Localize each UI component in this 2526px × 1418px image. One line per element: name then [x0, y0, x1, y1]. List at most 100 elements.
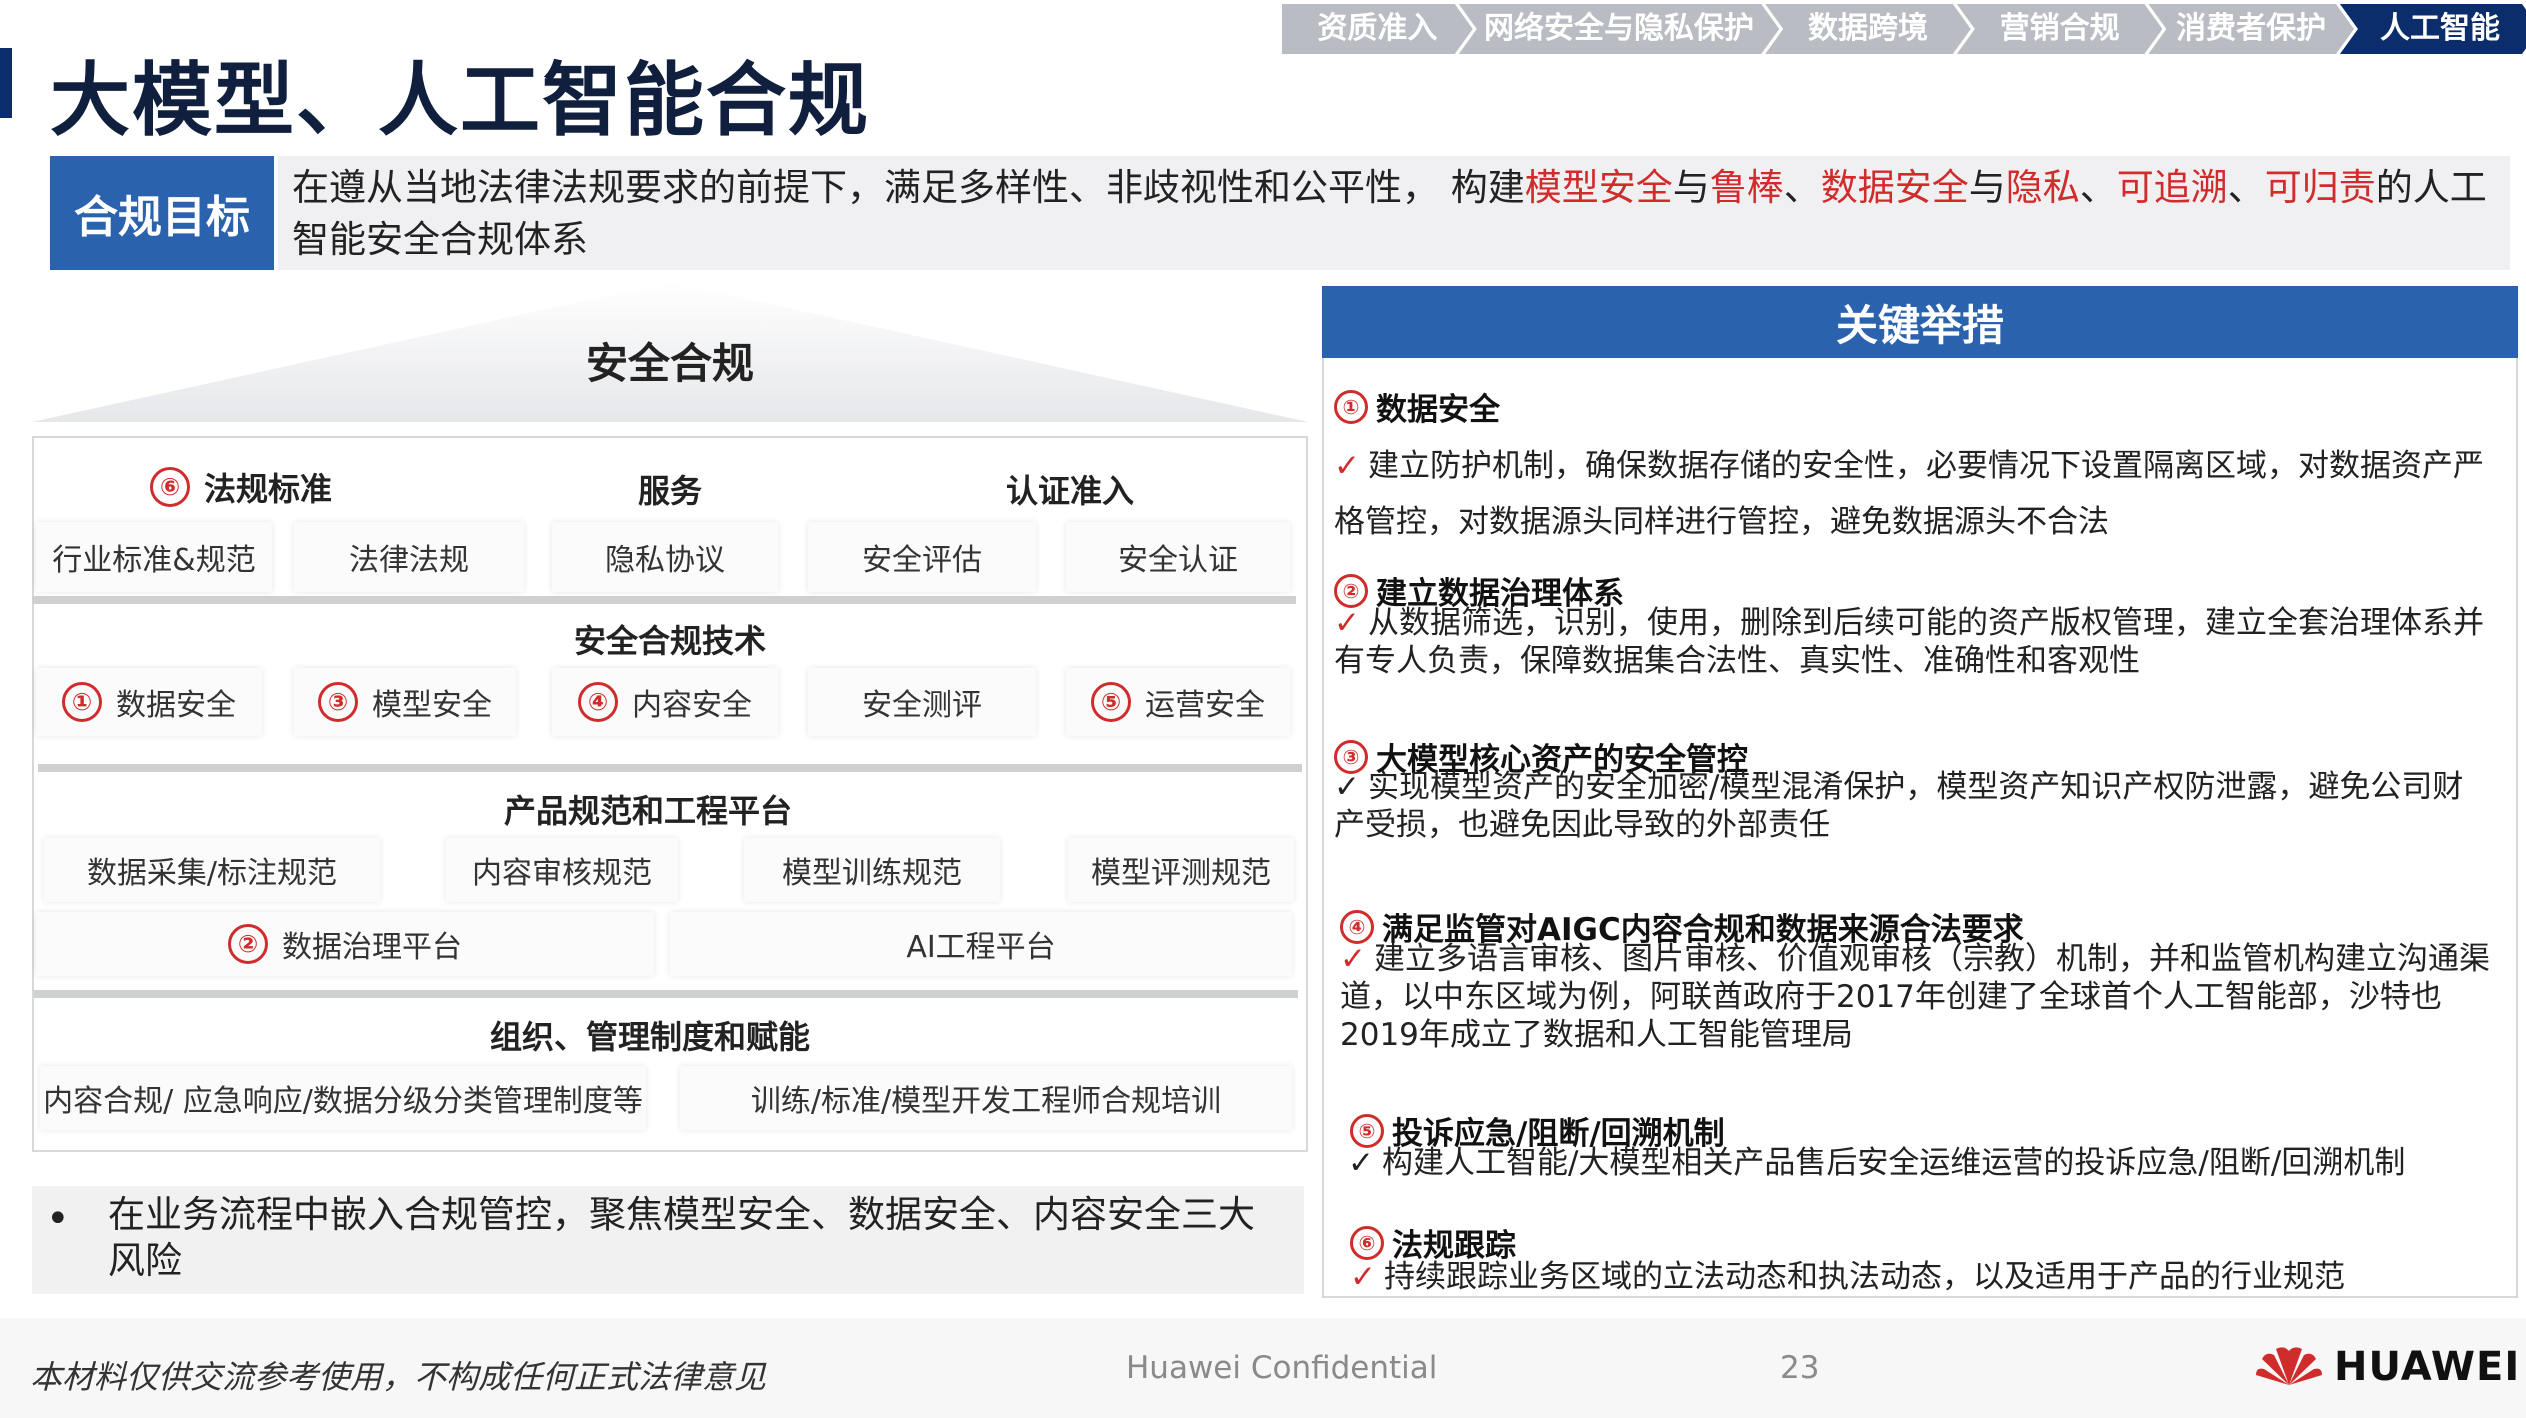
marker-3-icon: ③ — [1334, 739, 1368, 774]
cell-industry-standards: 行业标准&规范 — [36, 522, 272, 592]
page-number: 23 — [1780, 1350, 1820, 1386]
cell-model-eval-spec: 模型评测规范 — [1068, 838, 1294, 902]
marker-5-icon: ⑤ — [1091, 682, 1131, 722]
cell-data-labeling-spec: 数据采集/标注规范 — [44, 838, 380, 902]
goal-segment: 在遵从当地法律法规要求的前提下，满足多样性、非歧视性和公平性， 构建 — [292, 166, 1525, 209]
goal-segment: 与 — [1672, 166, 1710, 209]
product-head: 产品规范和工程平台 — [503, 792, 792, 830]
divider — [32, 596, 1296, 604]
org-head: 组织、管理制度和赋能 — [489, 1018, 810, 1056]
measure-title-text: 大模型核心资产的安全管控 — [1376, 742, 1748, 778]
footer — [0, 1318, 2526, 1418]
huawei-flower-icon — [2256, 1347, 2322, 1385]
check-icon: ✓ — [1340, 941, 1366, 977]
cell-model-security: ③ 模型安全 — [294, 668, 516, 736]
service-head: 服务 — [637, 472, 702, 510]
goal-segment: 、 — [2227, 166, 2265, 209]
cell-label: 模型安全 — [372, 688, 492, 723]
cell-label: 内容安全 — [632, 688, 752, 723]
cell-security-testing: 安全测评 — [808, 668, 1036, 736]
marker-4-icon: ④ — [1340, 909, 1374, 944]
goal-keyword: 隐私 — [2005, 166, 2080, 209]
cell-privacy-policy: 隐私协议 — [552, 522, 778, 592]
divider — [34, 990, 1298, 998]
marker-2-icon: ② — [228, 924, 268, 964]
key-measures-panel — [1322, 286, 2518, 1298]
goal-banner — [278, 156, 2510, 270]
section-nav: 资质准入 网络安全与隐私保护 数据跨境 营销合规 消费者保护 人工智能 — [1282, 4, 2526, 54]
check-icon: ✓ — [1350, 1259, 1376, 1295]
measure-title-text: 法规跟踪 — [1392, 1228, 1516, 1264]
marker-6-icon: ⑥ — [150, 467, 190, 507]
tab-consumer[interactable]: 消费者保护 — [2148, 4, 2354, 54]
standards-label: 法规标准 — [204, 470, 333, 508]
cell-management-system: 内容合规/ 应急响应/数据分级分类管理制度等 — [40, 1066, 646, 1130]
measure-title-text: 建立数据治理体系 — [1376, 576, 1624, 612]
summary-text: 在业务流程中嵌入合规管控，聚焦模型安全、数据安全、内容安全三大风险 — [108, 1193, 1255, 1282]
logo-text: HUAWEI — [2334, 1344, 2521, 1390]
tab-marketing[interactable]: 营销合规 — [1957, 4, 2163, 54]
check-icon: ✓ — [1334, 769, 1360, 805]
cell-data-governance-platform: ② 数据治理平台 — [36, 912, 654, 976]
cell-label: 数据治理平台 — [282, 930, 462, 965]
measure-body: ✓实现模型资产的安全加密/模型混淆保护，模型资产知识产权防泄露，避免公司财产受损… — [1334, 768, 2494, 844]
measure-title-text: 满足监管对AIGC内容合规和数据来源合法要求 — [1382, 912, 2024, 948]
measure-body: ✓从数据筛选，识别，使用，删除到后续可能的资产版权管理，建立全套治理体系并有专人… — [1334, 604, 2494, 680]
goal-keyword: 可追溯 — [2116, 166, 2228, 209]
marker-1-icon: ① — [62, 682, 102, 722]
standards-head: ⑥ 法规标准 — [150, 464, 332, 510]
cell-model-training-spec: 模型训练规范 — [744, 838, 1000, 902]
tab-network-privacy[interactable]: 网络安全与隐私保护 — [1459, 4, 1779, 54]
measure-body-text: 建立防护机制，确保数据存储的安全性，必要情况下设置隔离区域，对数据资产严格管控，… — [1334, 448, 2484, 540]
tab-qualification[interactable]: 资质准入 — [1282, 4, 1473, 54]
marker-1-icon: ① — [1334, 389, 1368, 424]
cell-laws: 法律法规 — [294, 522, 524, 592]
title-accent-bar — [0, 48, 12, 118]
measure-title-text: 数据安全 — [1376, 392, 1500, 428]
marker-3-icon: ③ — [318, 682, 358, 722]
check-icon: ✓ — [1348, 1145, 1374, 1181]
measure-body-text: 实现模型资产的安全加密/模型混淆保护，模型资产知识产权防泄露，避免公司财产受损，… — [1334, 769, 2464, 843]
cell-security-assessment: 安全评估 — [808, 522, 1036, 592]
goal-keyword: 可归责 — [2264, 166, 2376, 209]
goal-keyword: 模型安全 — [1524, 166, 1673, 209]
check-icon: ✓ — [1334, 605, 1360, 641]
goal-keyword: 数据安全 — [1820, 166, 1969, 209]
cell-data-security: ① 数据安全 — [36, 668, 262, 736]
tab-ai[interactable]: 人工智能 — [2340, 4, 2526, 54]
goal-segment: 的人工智能安全合规体系 — [292, 166, 2487, 261]
goal-segment: 与 — [1968, 166, 2006, 209]
divider — [38, 764, 1302, 772]
measure-body-text: 持续跟踪业务区域的立法动态和执法动态，以及适用于产品的行业规范 — [1383, 1259, 2345, 1295]
compliance-title: 安全合规 — [585, 339, 754, 388]
measure-body: ✓构建人工智能/大模型相关产品售后安全运维运营的投诉应急/阻断/回溯机制 — [1348, 1144, 2498, 1182]
summary-box — [32, 1186, 1304, 1294]
huawei-logo: HUAWEI — [2254, 1344, 2520, 1390]
cell-ai-engineering-platform: AI工程平台 — [670, 912, 1292, 976]
goal-segment: 、 — [1783, 166, 1821, 209]
marker-5-icon: ⑤ — [1350, 1113, 1384, 1148]
roof-shape — [32, 282, 1308, 422]
measure-body: ✓持续跟踪业务区域的立法动态和执法动态，以及适用于产品的行业规范 — [1350, 1258, 2500, 1296]
cell-content-review-spec: 内容审核规范 — [446, 838, 678, 902]
goal-text: 在遵从当地法律法规要求的前提下，满足多样性、非歧视性和公平性， 构建模型安全与鲁… — [292, 162, 2502, 266]
cert-head: 认证准入 — [1005, 472, 1134, 510]
measure-body: ✓建立防护机制，确保数据存储的安全性，必要情况下设置隔离区域，对数据资产严格管控… — [1334, 438, 2494, 550]
tab-cross-border-data[interactable]: 数据跨境 — [1765, 4, 1971, 54]
check-icon: ✓ — [1334, 448, 1360, 484]
confidential-label: Huawei Confidential — [1126, 1350, 1438, 1386]
measure-body-text: 建立多语言审核、图片审核、价值观审核（宗教）机制，并和监管机构建立沟通渠道，以中… — [1340, 941, 2490, 1053]
goal-keyword: 鲁棒 — [1709, 166, 1784, 209]
tech-head: 安全合规技术 — [573, 622, 766, 660]
measure-body-text: 构建人工智能/大模型相关产品售后安全运维运营的投诉应急/阻断/回溯机制 — [1381, 1145, 2406, 1181]
key-measures-title: 关键举措 — [1322, 286, 2518, 358]
cell-label: 数据安全 — [116, 688, 236, 723]
